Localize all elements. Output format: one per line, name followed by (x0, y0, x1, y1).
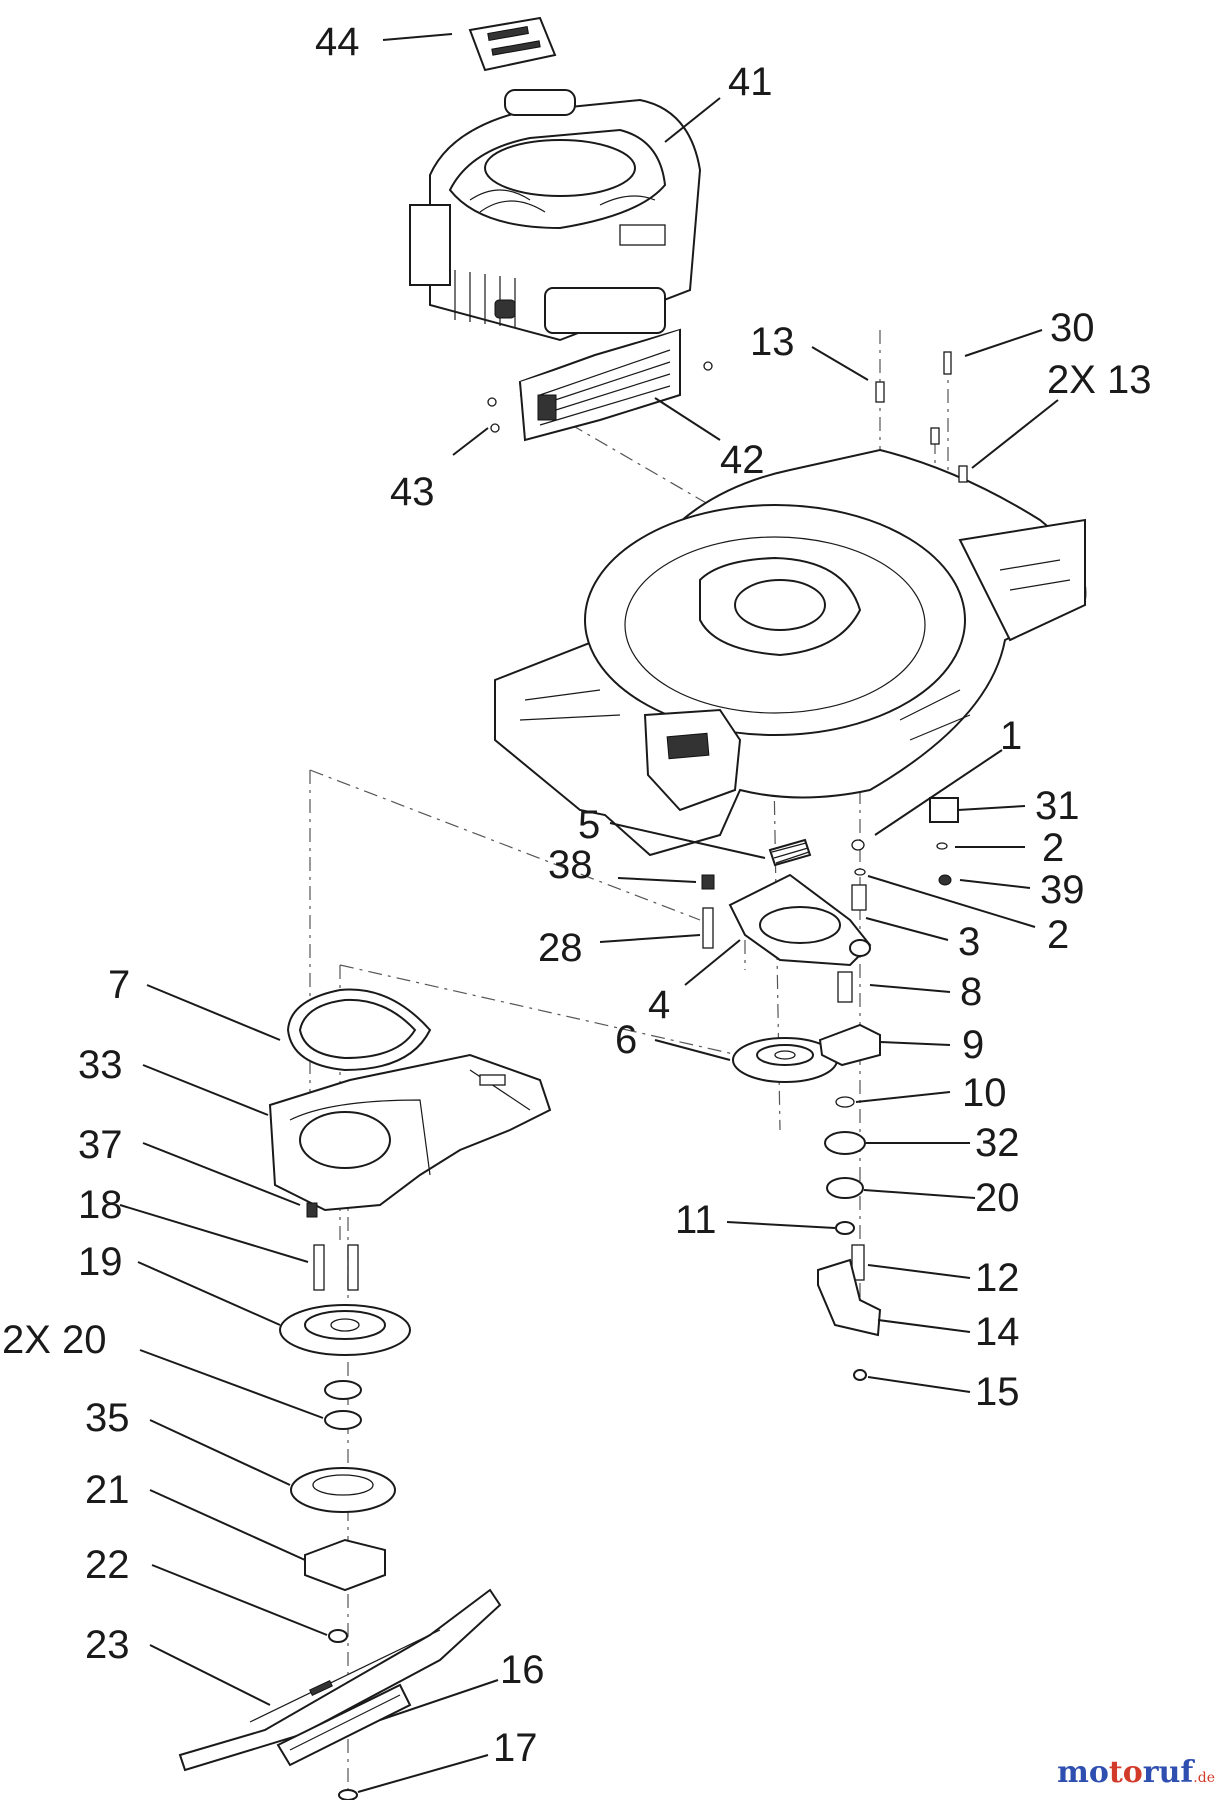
callout-14: 14 (975, 1310, 1020, 1354)
callout-23: 23 (85, 1623, 130, 1667)
callout-30: 30 (1050, 306, 1095, 350)
engine-decal (468, 16, 557, 72)
callout-22: 22 (85, 1543, 130, 1587)
callout-12: 12 (975, 1256, 1020, 1300)
callout-6: 6 (615, 1018, 638, 1062)
drive-belt (286, 988, 432, 1072)
callout-8: 8 (960, 970, 983, 1014)
screws (487, 361, 713, 433)
callout-10: 10 (962, 1071, 1007, 1115)
belt-cover (268, 1053, 552, 1212)
blade-pulley-stack (279, 1202, 411, 1643)
callout-42: 42 (720, 438, 765, 482)
callout-13: 13 (750, 320, 795, 364)
callout-15: 15 (975, 1370, 1020, 1414)
brake-hardware (817, 797, 959, 1381)
callout-7: 7 (108, 963, 131, 1007)
callout-18: 18 (78, 1183, 123, 1227)
mower-deck (494, 448, 1087, 857)
callout-41: 41 (728, 60, 773, 104)
callout-31: 31 (1035, 784, 1080, 828)
callout-39: 39 (1040, 868, 1085, 912)
callout-2x13: 2X 13 (1047, 358, 1152, 402)
callout-5: 5 (578, 803, 601, 847)
callout-32: 32 (975, 1121, 1020, 1165)
callout-20: 20 (975, 1176, 1020, 1220)
callout-17: 17 (493, 1726, 538, 1770)
callout-2-top: 2 (1042, 826, 1065, 870)
motoruf-watermark: motoruf.de (1057, 1755, 1215, 1790)
callout-9: 9 (962, 1023, 985, 1067)
callout-1: 1 (1000, 714, 1023, 758)
callout-19: 19 (78, 1240, 123, 1284)
engine-shroud (518, 328, 681, 442)
mower-blade (178, 1588, 502, 1772)
callout-44: 44 (315, 20, 360, 64)
callout-11: 11 (675, 1198, 717, 1242)
leader-lines (119, 33, 1059, 1793)
callout-43: 43 (390, 470, 435, 514)
callout-28: 28 (538, 926, 583, 970)
engine (409, 89, 702, 342)
callout-21: 21 (85, 1468, 130, 1512)
callout-2x20: 2X 20 (2, 1318, 107, 1362)
callout-3: 3 (958, 920, 981, 964)
callout-16: 16 (500, 1648, 545, 1692)
callout-4: 4 (648, 983, 671, 1027)
callout-2-bottom: 2 (1047, 913, 1070, 957)
deck-bolts (875, 351, 968, 483)
callout-35: 35 (85, 1396, 130, 1440)
blade-baffle (276, 1683, 412, 1800)
callout-38: 38 (548, 843, 593, 887)
callout-37: 37 (78, 1123, 123, 1167)
callout-33: 33 (78, 1043, 123, 1087)
